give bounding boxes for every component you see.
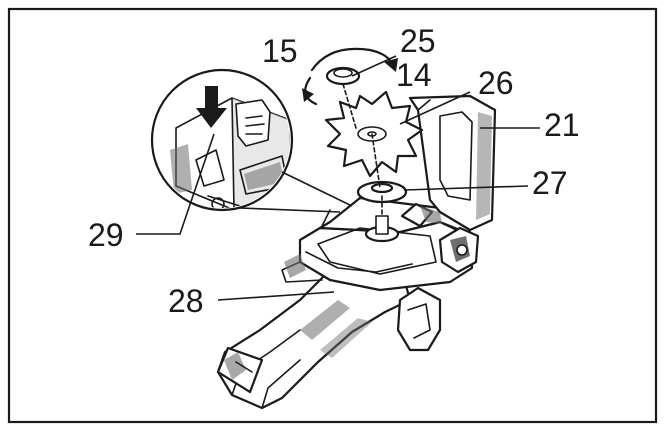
tool-body [281, 196, 480, 292]
callout-28: 28 [168, 283, 204, 319]
arrow-down-icon [196, 86, 227, 128]
rotation-arrows [302, 47, 398, 106]
callout-21: 21 [544, 107, 580, 143]
curved-arrow-icon [384, 58, 398, 72]
saw-blade [324, 90, 424, 189]
inset-detail [150, 68, 353, 213]
callout-29: 29 [88, 217, 124, 253]
tool-handle [216, 266, 442, 410]
callout-15: 15 [262, 33, 298, 69]
leader-lines [136, 55, 540, 301]
hex-bolt [325, 66, 361, 129]
callout-14: 14 [396, 57, 432, 93]
blade-guard [408, 94, 497, 232]
callout-27: 27 [532, 165, 568, 201]
callout-26: 26 [478, 65, 514, 101]
callout-25: 25 [400, 23, 436, 59]
inner-washer [356, 180, 408, 215]
